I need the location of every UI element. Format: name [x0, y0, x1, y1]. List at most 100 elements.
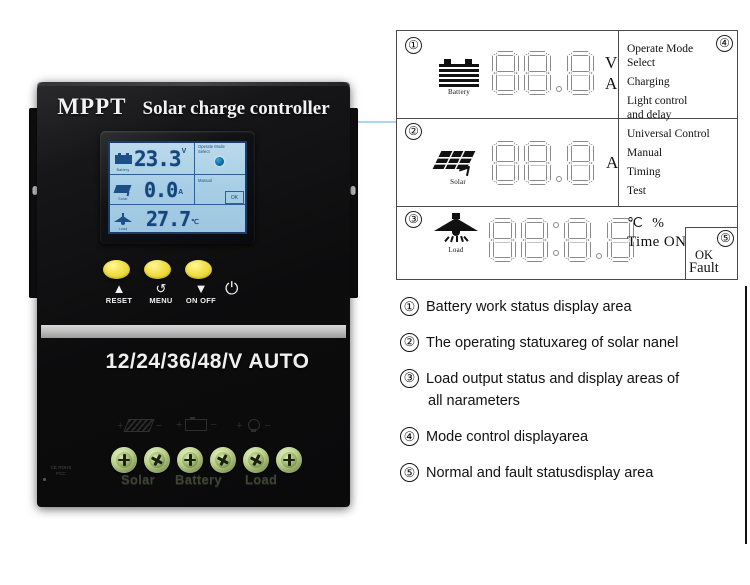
diagram-marker-1: ① — [405, 37, 422, 54]
screw-solar-plus[interactable] — [111, 447, 137, 473]
lcd-bezel: Battery 23.3 V Operate Mode Select — [100, 131, 255, 244]
legend-item-1: ① Battery work status display area — [400, 296, 746, 318]
diagram-battery-units: V A — [605, 52, 617, 95]
seg-digit — [567, 51, 594, 95]
battery-plus: + — [176, 419, 183, 431]
lcd-segment-diagram: ① Battery V — [396, 30, 738, 280]
diagram-marker-3: ③ — [405, 211, 422, 228]
menu-label: MENU — [149, 296, 173, 305]
reset-label: RESET — [105, 296, 133, 305]
solar-panel-glyph-icon — [123, 419, 156, 432]
ctrl-item-universal-control[interactable]: Universal Control — [627, 128, 710, 141]
diagram-solar-unit: A — [606, 153, 619, 172]
solar-minus: − — [155, 419, 162, 432]
terminal-label-solar: Solar — [121, 472, 156, 487]
lcd-ok-box: OK — [225, 191, 244, 204]
terminal-glyph-row: + − + − + − — [112, 417, 297, 443]
colon-dot-icon — [553, 249, 559, 256]
top-sheen — [37, 82, 350, 86]
lcd-solar-caption: Solar — [118, 197, 128, 201]
lcd-mode-label-2: Select — [198, 149, 210, 154]
reset-label-group: ▲ RESET — [96, 281, 142, 305]
screw-battery-minus[interactable] — [210, 447, 236, 473]
battery-icon: Battery — [112, 153, 134, 172]
legend-text-3: Load output status and display areas of — [426, 370, 680, 387]
mode-indicator-dot[interactable] — [215, 157, 224, 166]
ctrl-item-test[interactable]: Test — [627, 185, 646, 198]
seg-digit — [492, 141, 519, 185]
terminal-label-load: Load — [245, 472, 278, 487]
legend-item-3: ③ Load output status and display areas o… — [400, 368, 746, 413]
legend-marker-5: ⑤ — [400, 463, 419, 483]
lcd-battery-unit: V — [181, 148, 187, 155]
ctrl-item-light-control[interactable]: Light control — [627, 95, 688, 108]
ctrl-item-timing[interactable]: Timing — [627, 166, 661, 179]
brand-mppt: MPPT — [57, 94, 127, 119]
button-labels: ▲ RESET ↺ MENU ▼ ON OFF ⏻ — [96, 279, 297, 315]
brand-row: MPPT Solar charge controller — [37, 94, 350, 120]
onoff-label: ON OFF — [185, 296, 217, 305]
diagram-battery-icon: Battery — [433, 59, 485, 96]
legend-marker-2: ② — [400, 332, 419, 352]
legend-text-2: The operating statuxareg of solar nanel — [426, 334, 679, 351]
legend-item-2: ② The operating statuxareg of solar nane… — [400, 332, 746, 354]
seg-digit — [564, 218, 591, 262]
separator-bar — [41, 325, 346, 338]
lcd-display[interactable]: Battery 23.3 V Operate Mode Select — [108, 141, 247, 234]
lcd-manual-label: Manual — [198, 178, 212, 183]
power-icon: ⏻ — [225, 279, 239, 298]
ctrl-item-operate-mode[interactable]: Operate Mode — [627, 43, 694, 55]
mount-tab-right — [347, 108, 358, 298]
reset-button[interactable] — [103, 260, 130, 279]
brand-subtitle: Solar charge controller — [142, 98, 330, 119]
lcd-battery-value: 23.3 — [134, 146, 182, 171]
status-ok-label: OK — [695, 248, 714, 262]
diagram-load-caption: Load — [448, 246, 464, 254]
unit-amp: A — [605, 74, 618, 93]
legend-list: ① Battery work status display area ② The… — [400, 296, 746, 498]
terminal-label-battery: Battery — [175, 472, 222, 487]
lcd-mode-area: Operate Mode Select — [194, 143, 245, 174]
button-row — [103, 260, 283, 284]
solar-terminal-glyph: + − — [117, 419, 162, 432]
battery-terminal-glyph: + − — [176, 417, 217, 431]
legend-marker-4: ④ — [400, 427, 419, 447]
screw-load-minus[interactable] — [276, 447, 302, 473]
lcd-solar-row: Solar 0.0 A Manual OK — [110, 175, 245, 205]
diagram-battery-caption: Battery — [447, 88, 470, 96]
seg-digit — [489, 218, 516, 262]
menu-button[interactable] — [144, 260, 171, 279]
legend-item-5: ⑤ Normal and fault statusdisplay area — [400, 462, 746, 484]
screw-battery-plus[interactable] — [177, 447, 203, 473]
onoff-label-group: ▼ ON OFF — [178, 281, 224, 305]
load-terminal-glyph: + − — [236, 419, 271, 433]
diagram-solar-caption: Solar — [450, 178, 466, 186]
on-off-button[interactable] — [185, 260, 212, 279]
diagram-solar-icon: Solar — [429, 149, 487, 186]
ctrl-item-charging[interactable]: Charging — [627, 76, 670, 89]
screw-load-plus[interactable] — [243, 447, 269, 473]
right-edge-rule — [745, 286, 747, 544]
battery-glyph-icon — [185, 417, 208, 431]
status-dot — [43, 478, 46, 481]
solar-plus: + — [117, 419, 124, 432]
diagram-marker-4: ④ — [716, 35, 733, 52]
seg-digit — [524, 141, 551, 185]
ctrl-item-select[interactable]: Select — [627, 57, 656, 70]
legend-item-4: ④ Mode control displayarea — [400, 426, 746, 448]
load-unit-line1: ℃ % — [627, 216, 667, 231]
ctrl-item-manual[interactable]: Manual — [627, 147, 663, 160]
diagram-battery-row: ① Battery V — [397, 31, 737, 119]
diagram-mode-control-column: ④ Operate Mode Select Charging Light con… — [618, 31, 737, 207]
voltage-rating-label: 12/24/36/48/V AUTO — [105, 350, 310, 373]
ctrl-item-and-delay[interactable]: and delay — [627, 109, 672, 122]
lcd-battery-row: Battery 23.3 V Operate Mode Select — [110, 143, 245, 175]
seg-digit — [567, 141, 594, 185]
screw-solar-minus[interactable] — [144, 447, 170, 473]
decimal-point-icon — [596, 253, 602, 259]
diagram-marker-2: ② — [405, 123, 422, 140]
lcd-manual-area: Manual OK — [194, 175, 245, 204]
lcd-battery-caption: Battery — [116, 168, 130, 172]
battery-minus: − — [210, 419, 217, 431]
